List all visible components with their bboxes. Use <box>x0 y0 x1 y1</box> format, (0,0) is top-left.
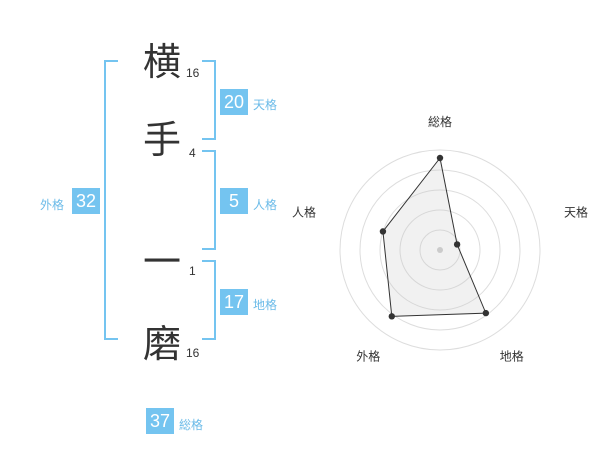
radar-center-dot <box>437 247 443 253</box>
radar-axis-label-5: 人格 <box>292 204 316 219</box>
radar-area <box>382 156 487 317</box>
chikaku-value: 17 <box>220 289 248 315</box>
radar-point-5 <box>379 228 387 235</box>
stroke-count-1: 16 <box>186 66 200 80</box>
radar-axis-label-3: 地格 <box>500 349 524 364</box>
chikaku-label: 地格 <box>253 298 278 312</box>
gaikaku-value: 32 <box>72 188 100 214</box>
stroke-count-4: 16 <box>186 346 200 360</box>
radar-axis-label-2: 天格 <box>564 204 588 219</box>
gaikaku-label: 外格 <box>40 198 65 212</box>
chikaku-bracket <box>202 260 216 340</box>
radar-point-4 <box>388 313 396 320</box>
name-char-2: 手 <box>142 118 181 162</box>
tenkaku-value: 20 <box>220 89 248 115</box>
soukaku-label: 総格 <box>179 418 204 432</box>
tenkaku-label: 天格 <box>253 98 278 112</box>
soukaku-value: 37 <box>146 408 174 434</box>
tenkaku-bracket <box>202 60 216 140</box>
stroke-count-2: 4 <box>189 146 196 160</box>
jinkaku-label: 人格 <box>253 198 278 212</box>
radar-axis-label-1: 総格 <box>428 114 452 129</box>
radar-point-3 <box>482 309 490 317</box>
name-char-1: 横 <box>142 40 181 84</box>
radar-point-2 <box>453 241 461 248</box>
name-char-4: 磨 <box>142 322 181 366</box>
gaikaku-bracket <box>104 60 118 340</box>
name-char-3: 一 <box>142 240 181 284</box>
stroke-count-3: 1 <box>189 264 196 278</box>
jinkaku-bracket <box>202 150 216 250</box>
jinkaku-value: 5 <box>220 188 248 214</box>
radar-axis-label-4: 外格 <box>356 349 380 364</box>
radar-point-1 <box>436 154 444 162</box>
